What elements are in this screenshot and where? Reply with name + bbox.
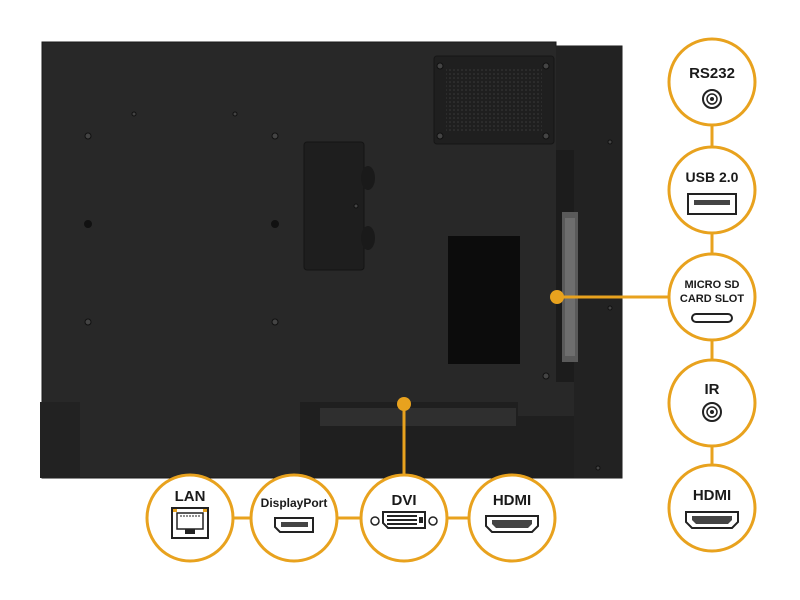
port-ir-label: IR [705, 381, 720, 398]
port-rs232-label: RS232 [689, 65, 735, 82]
port-lan-label: LAN [175, 488, 206, 505]
port-hdmi-bottom: HDMI [467, 473, 557, 563]
bottom-ports-marker [397, 397, 411, 411]
port-micro-sd-label-line2: CARD SLOT [680, 293, 744, 305]
dvi-port-icon [370, 511, 438, 529]
label-area [448, 236, 520, 364]
port-micro-sd: MICRO SD CARD SLOT [667, 252, 757, 342]
cover-plate [303, 141, 365, 271]
port-displayport-label: DisplayPort [261, 496, 328, 510]
ethernet-port-icon [171, 507, 209, 539]
port-lan: LAN [145, 473, 235, 563]
port-hdmi-right-label: HDMI [693, 487, 731, 504]
sd-slot-marker [550, 290, 564, 304]
round-jack-icon [702, 402, 722, 422]
micro-sd-slot-icon [691, 313, 733, 323]
usb-port-icon [687, 193, 737, 215]
port-displayport: DisplayPort [249, 473, 339, 563]
round-jack-icon [702, 89, 722, 109]
displayport-icon [274, 517, 314, 533]
port-usb-label: USB 2.0 [686, 169, 739, 185]
hdmi-port-icon [485, 515, 539, 533]
port-dvi: DVI [359, 473, 449, 563]
port-micro-sd-label-line1: MICRO SD [685, 279, 740, 291]
hdmi-port-icon [685, 511, 739, 529]
port-ir: IR [667, 358, 757, 448]
monitor-rear-panel [40, 41, 623, 479]
port-rs232: RS232 [667, 37, 757, 127]
port-hdmi-bottom-label: HDMI [493, 492, 531, 509]
port-hdmi-right: HDMI [667, 463, 757, 553]
port-usb: USB 2.0 [667, 145, 757, 235]
port-dvi-label: DVI [391, 492, 416, 509]
